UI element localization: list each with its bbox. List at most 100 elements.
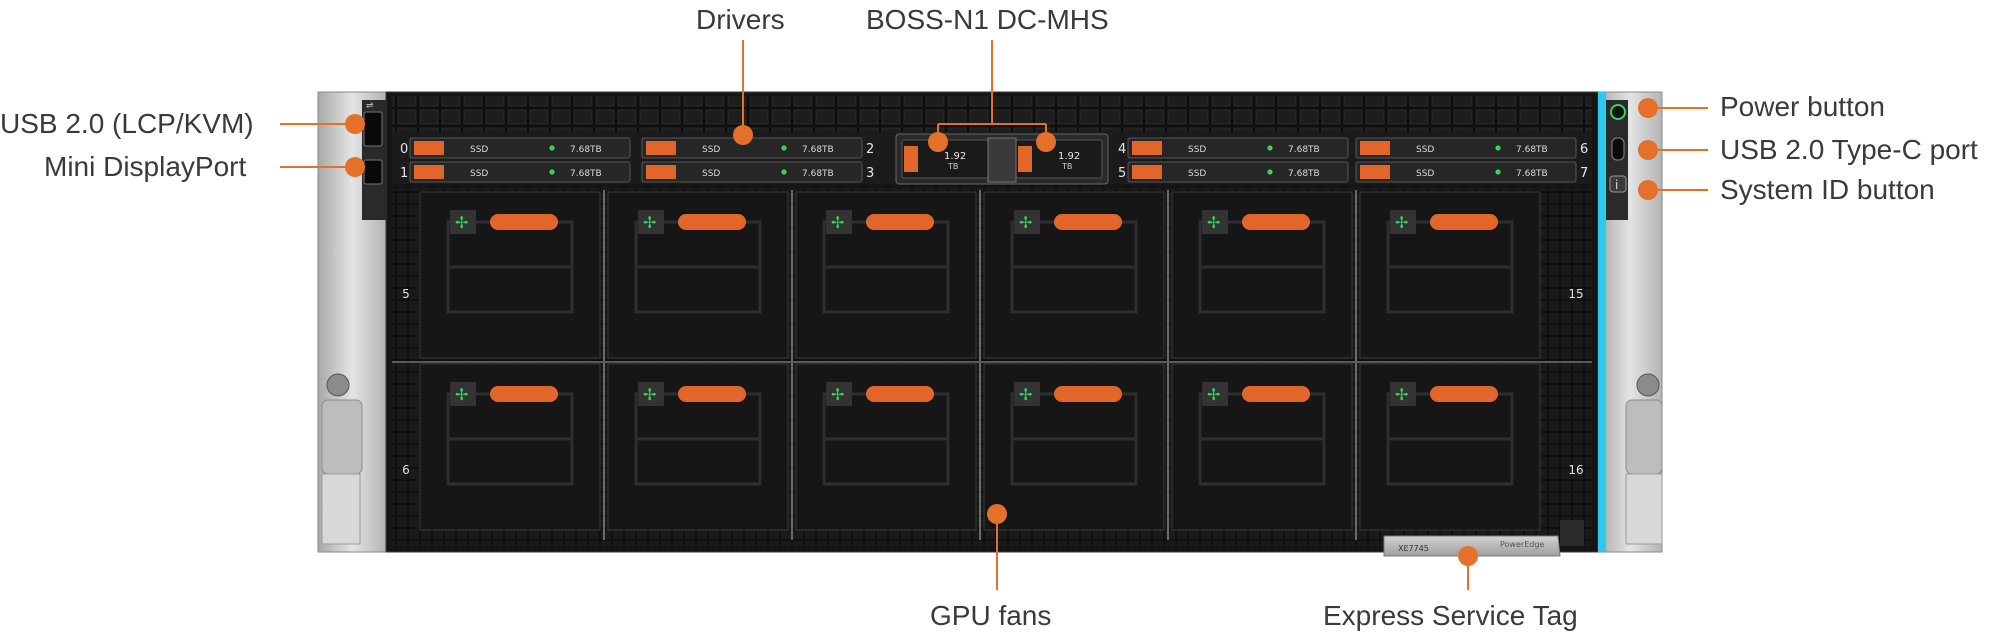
drive-bay[interactable]: SSD 7.68TB (1355, 161, 1577, 183)
drive-bay-number: 1 (400, 166, 408, 181)
gpu-fan[interactable]: ✢ (1171, 363, 1353, 531)
drive-release-latch[interactable] (646, 165, 676, 179)
right-thumbscrew-icon[interactable] (1636, 373, 1660, 397)
usb-lcp-callout-dot (345, 114, 365, 134)
gpu-fan[interactable]: ✢ (419, 363, 601, 531)
label-mini-displayport: Mini DisplayPort (44, 151, 247, 182)
gpu-fan[interactable]: ✢ (795, 191, 977, 359)
drive-status-led (549, 145, 555, 151)
left-port-panel: ⇌ (362, 100, 386, 220)
service-tag-brand: PowerEdge (1500, 540, 1544, 549)
drive-release-latch[interactable] (414, 141, 444, 155)
fan-icon: ✢ (643, 385, 656, 404)
mini-displayport[interactable] (363, 159, 383, 185)
gpu-fan[interactable]: ✢ (983, 191, 1165, 359)
boss-capacity-right: 1.92 (1058, 151, 1080, 162)
fan-number-right-top: 15 (1568, 287, 1583, 301)
left-thumbscrew-icon[interactable] (326, 373, 350, 397)
fan-pull-handle[interactable] (866, 386, 934, 402)
drive-bay-number: 0 (400, 142, 408, 157)
gpu-fan[interactable]: ✢ (983, 363, 1165, 531)
fan-icon: ✢ (1207, 385, 1220, 404)
fan-icon: ✢ (455, 213, 468, 232)
gpu-fan[interactable]: ✢ (419, 191, 601, 359)
usb-c-port[interactable] (1611, 137, 1625, 161)
drive-release-latch[interactable] (1360, 141, 1390, 155)
fan-pull-handle[interactable] (1054, 386, 1122, 402)
usb-icon: ⇌ (366, 101, 374, 111)
drive-bay-number: 7 (1580, 166, 1588, 181)
label-power-button: Power button (1720, 91, 1885, 122)
drive-release-latch[interactable] (1132, 141, 1162, 155)
boss-capacity-left: 1.92 (944, 151, 966, 162)
gpu-fan-grid: ✢✢✢✢✢✢✢✢✢✢✢✢ (392, 190, 1592, 540)
fan-status-icon (1202, 382, 1228, 406)
fan-icon: ✢ (831, 385, 844, 404)
fan-pull-handle[interactable] (1054, 214, 1122, 230)
drive-release-latch[interactable] (1360, 165, 1390, 179)
drive-capacity-label: 7.68TB (1288, 169, 1320, 179)
fan-status-icon (1390, 382, 1416, 406)
power-button[interactable] (1610, 104, 1626, 120)
drive-release-latch[interactable] (646, 141, 676, 155)
drive-status-led (1495, 145, 1501, 151)
drive-status-led (1495, 169, 1501, 175)
fan-pull-handle[interactable] (866, 214, 934, 230)
fan-pull-handle[interactable] (678, 386, 746, 402)
fan-icon: ✢ (643, 213, 656, 232)
callouts (280, 40, 1708, 590)
fan-number-left-top: 5 (402, 287, 410, 301)
fan-number-right-bottom: 16 (1568, 463, 1583, 477)
usb-lcp-port[interactable] (363, 111, 383, 147)
drive-capacity-label: 7.68TB (802, 145, 834, 155)
gpu-fan[interactable]: ✢ (1359, 191, 1541, 359)
drive-bay-number: 4 (1118, 142, 1126, 157)
drive-release-latch[interactable] (414, 165, 444, 179)
drive-type-label: SSD (1416, 169, 1434, 179)
system-id-button[interactable] (1609, 175, 1627, 193)
drive-status-led (781, 145, 787, 151)
fan-status-icon (638, 210, 664, 234)
gpu-fan[interactable]: ✢ (607, 363, 789, 531)
fan-pull-handle[interactable] (1430, 214, 1498, 230)
drivers-callout-dot (733, 125, 753, 145)
fan-status-icon (450, 210, 476, 234)
gpu-fan[interactable]: ✢ (1359, 363, 1541, 531)
label-drivers: Drivers (696, 4, 785, 35)
fan-pull-handle[interactable] (1242, 214, 1310, 230)
fan-pull-handle[interactable] (490, 386, 558, 402)
fan-status-icon (1202, 210, 1228, 234)
fan-pull-handle[interactable] (1242, 386, 1310, 402)
drive-capacity-label: 7.68TB (1288, 145, 1320, 155)
fan-pull-handle[interactable] (1430, 386, 1498, 402)
fan-pull-handle[interactable] (678, 214, 746, 230)
label-service-tag: Express Service Tag (1323, 600, 1578, 631)
fan-status-icon (450, 382, 476, 406)
drive-type-label: SSD (1416, 145, 1434, 155)
drive-capacity-label: 7.68TB (1516, 169, 1548, 179)
gpu-fan[interactable]: ✢ (1171, 191, 1353, 359)
fan-icon: ✢ (1395, 385, 1408, 404)
fan-status-icon (1390, 210, 1416, 234)
boss-module[interactable]: 1.92 TB 1.92 TB (895, 133, 1109, 185)
fan-icon: ✢ (1395, 213, 1408, 232)
drive-status-led (549, 169, 555, 175)
label-usb-lcp: USB 2.0 (LCP/KVM) (0, 108, 254, 139)
fan-icon: ✢ (1019, 213, 1032, 232)
gpu-fan[interactable]: ✢ (607, 191, 789, 359)
gpu-fan[interactable]: ✢ (795, 363, 977, 531)
drive-release-latch[interactable] (1132, 165, 1162, 179)
express-service-tag[interactable]: XE7745 PowerEdge (1383, 520, 1584, 557)
fan-pull-handle[interactable] (490, 214, 558, 230)
service-tag-model: XE7745 (1398, 544, 1429, 553)
power-callout-dot (1638, 98, 1658, 118)
label-gpu-fans: GPU fans (930, 600, 1052, 631)
